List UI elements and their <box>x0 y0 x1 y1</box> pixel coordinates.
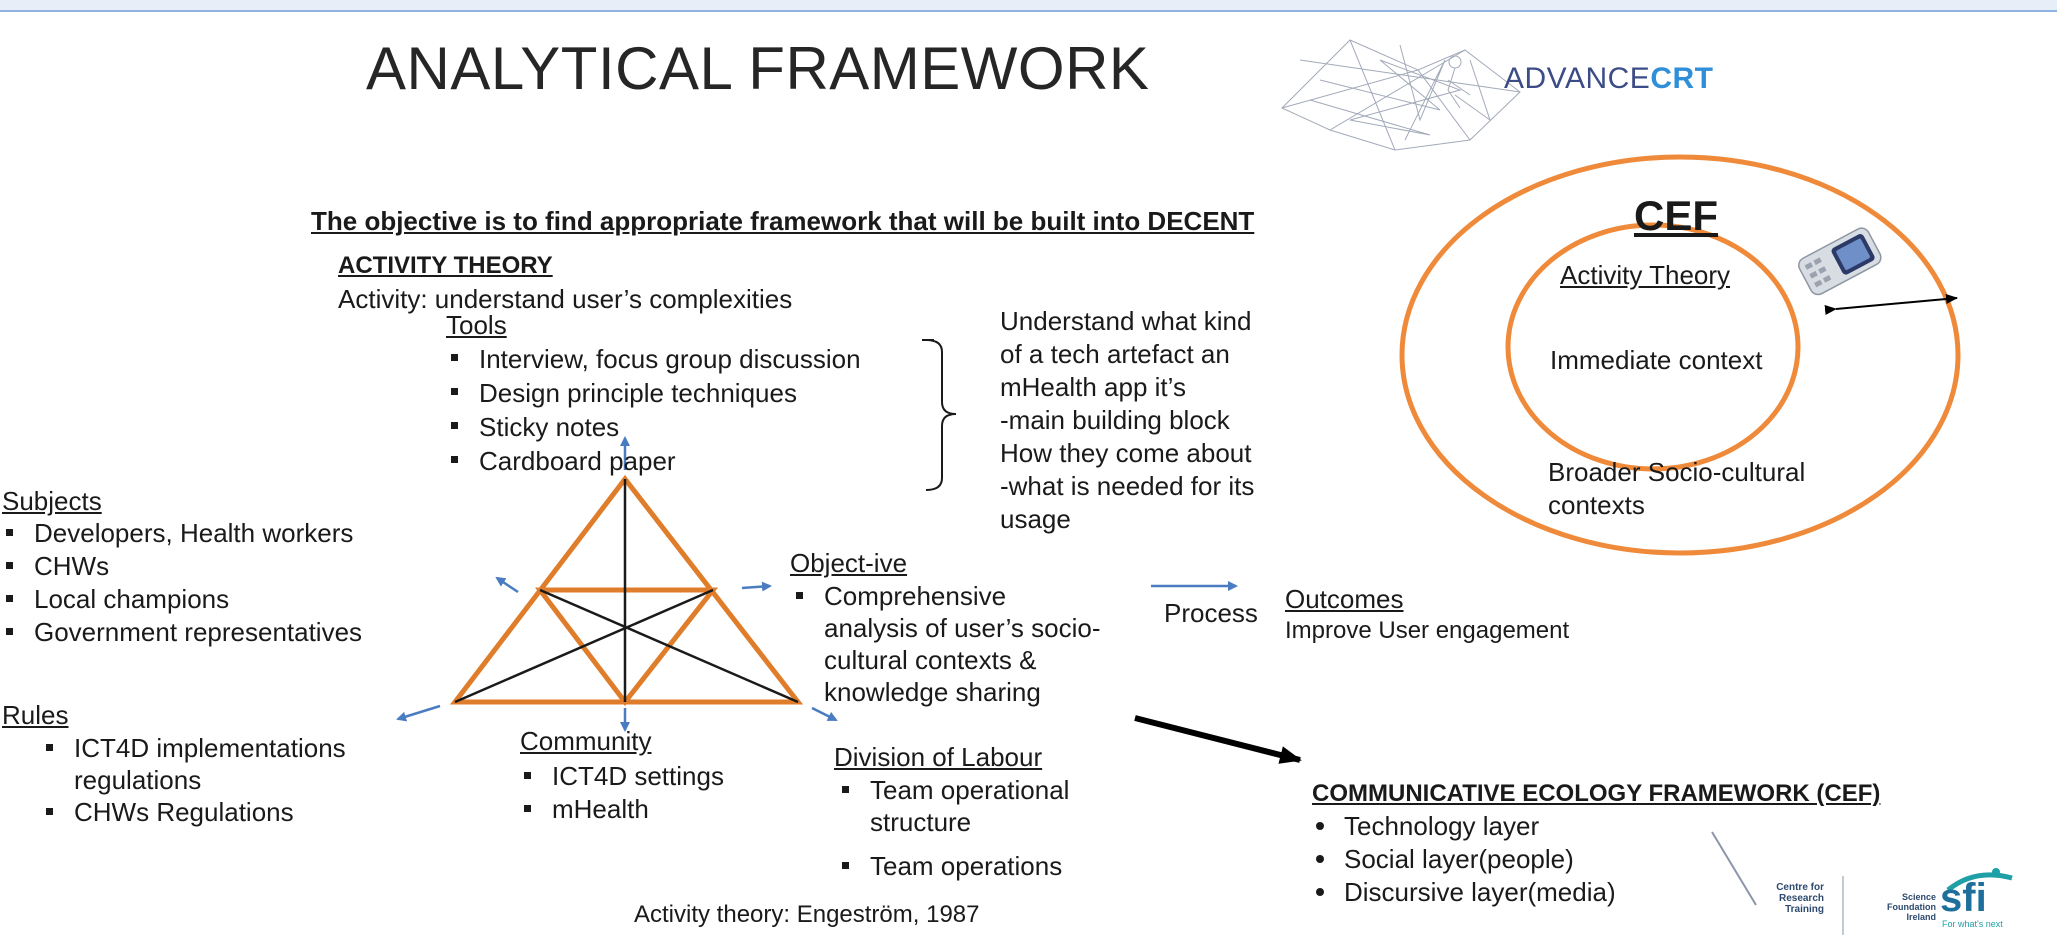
sfi-logo-mark: sfi <box>1940 876 1987 920</box>
division-list: Team operational structure Team operatio… <box>836 774 1069 882</box>
rule-line: CHWs Regulations <box>74 797 294 827</box>
division-line: Team operations <box>870 851 1063 881</box>
sfi-line: Science <box>1901 892 1936 902</box>
list-item: Interview, focus group discussion <box>445 342 861 376</box>
objective-line: Comprehensive <box>824 581 1007 611</box>
list-item: CHWs Regulations <box>40 796 346 828</box>
subjects-heading: Subjects <box>2 486 102 516</box>
list-item: CHWs <box>0 550 362 583</box>
activity-line: Activity: understand user’s complexities <box>338 284 793 314</box>
note-line: -main building block <box>1000 405 1230 435</box>
list-item: Discursive layer(media) <box>1310 876 1616 909</box>
activity-theory-heading: ACTIVITY THEORY <box>338 252 553 279</box>
cef-broader-label-2: contexts <box>1548 490 1645 520</box>
list-item: Team operations <box>836 850 1069 882</box>
outcomes-heading: Outcomes <box>1285 584 1404 614</box>
sfi-line: Foundation <box>1887 902 1936 912</box>
list-item: mHealth <box>518 793 724 826</box>
top-border <box>0 0 2057 12</box>
cef-broader-label-1: Broader Socio-cultural <box>1548 457 1806 487</box>
community-heading: Community <box>520 726 652 756</box>
logo-crt-text: CRT <box>1650 62 1714 95</box>
outcomes-text: Improve User engagement <box>1285 617 1570 644</box>
tools-list: Interview, focus group discussion Design… <box>445 342 861 478</box>
objective-line: knowledge sharing <box>824 677 1041 707</box>
cef-inner-circle <box>1505 222 1801 472</box>
objective-line: analysis of user’s socio- <box>824 613 1101 643</box>
cef-immediate-context-label: Immediate context <box>1550 345 1763 375</box>
process-label: Process <box>1164 598 1258 628</box>
network-sketch-logo-icon <box>1281 39 1521 151</box>
list-item: Comprehensive analysis of user’s socio- … <box>790 580 1101 708</box>
list-item: ICT4D implementations regulations <box>40 732 346 796</box>
note-line: of a tech artefact an <box>1000 339 1230 369</box>
note-line: Understand what kind <box>1000 306 1252 336</box>
sfi-line: Ireland <box>1906 912 1936 922</box>
crt-line: Training <box>1785 904 1824 915</box>
note-line: How they come about <box>1000 438 1252 468</box>
objective-heading: Object-ive <box>790 548 908 578</box>
list-item: Sticky notes <box>445 410 861 444</box>
list-item: Cardboard paper <box>445 444 861 478</box>
cef-framework-list: Technology layer Social layer(people) Di… <box>1310 810 1616 909</box>
sfi-swoosh-icon <box>1842 868 2013 935</box>
objective-statement: The objective is to find appropriate fra… <box>311 206 1255 236</box>
tools-heading: Tools <box>446 310 507 340</box>
list-item: Government representatives <box>0 616 362 649</box>
community-list: ICT4D settings mHealth <box>518 760 724 826</box>
arrow-to-division <box>811 706 838 722</box>
subjects-list: Developers, Health workers CHWs Local ch… <box>0 517 362 649</box>
note-line: usage <box>1000 504 1071 534</box>
context-double-arrow <box>1824 294 1958 315</box>
crt-line: Research <box>1778 893 1824 904</box>
activity-triangle <box>449 474 804 707</box>
list-item: Design principle techniques <box>445 376 861 410</box>
logo-advance-text: ADVANCE <box>1504 62 1651 95</box>
arrow-to-cef <box>1134 715 1302 764</box>
tools-bracket <box>925 339 957 491</box>
cef-outer-circle <box>1399 154 1961 556</box>
arrow-to-subjects <box>495 576 519 594</box>
advance-crt-logo: ADVANCECRT <box>1504 62 1713 96</box>
sfi-logo-name: Science Foundation Ireland <box>1878 892 1936 922</box>
rule-line: regulations <box>74 765 202 795</box>
list-item: ICT4D settings <box>518 760 724 793</box>
cef-framework-heading: COMMUNICATIVE ECOLOGY FRAMEWORK (CEF) <box>1312 780 1881 807</box>
list-item: Developers, Health workers <box>0 517 362 550</box>
sfi-tagline: For what's next <box>1942 919 2003 929</box>
cef-heading: CEF <box>1634 192 1718 239</box>
list-item: Social layer(people) <box>1310 843 1616 876</box>
page-title: ANALYTICAL FRAMEWORK <box>366 35 1150 102</box>
list-item: Local champions <box>0 583 362 616</box>
cef-activity-theory-label: Activity Theory <box>1560 260 1731 290</box>
tools-note: Understand what kind of a tech artefact … <box>1000 305 1254 536</box>
crt-logo-text: Centre for Research Training <box>1762 882 1824 915</box>
mobile-phone-icon <box>1798 227 1882 296</box>
rule-line: ICT4D implementations <box>74 733 346 763</box>
objective-line: cultural contexts & <box>824 645 1037 675</box>
citation: Activity theory: Engeström, 1987 <box>634 901 980 928</box>
division-line: structure <box>870 807 972 837</box>
note-line: mHealth app it’s <box>1000 372 1186 402</box>
division-heading: Division of Labour <box>834 742 1043 772</box>
arrow-to-object <box>741 581 772 592</box>
arrow-to-rules <box>396 704 441 722</box>
blue-arrows <box>396 436 1238 732</box>
rules-list: ICT4D implementations regulations CHWs R… <box>40 732 346 828</box>
list-item: Team operational structure <box>836 774 1069 838</box>
list-item: Technology layer <box>1310 810 1616 843</box>
cef-circles <box>1399 154 1961 556</box>
objective-list: Comprehensive analysis of user’s socio- … <box>790 580 1101 708</box>
crt-line: Centre for <box>1776 882 1824 893</box>
division-line: Team operational <box>870 775 1070 805</box>
rules-heading: Rules <box>2 700 69 730</box>
note-line: -what is needed for its <box>1000 471 1255 501</box>
